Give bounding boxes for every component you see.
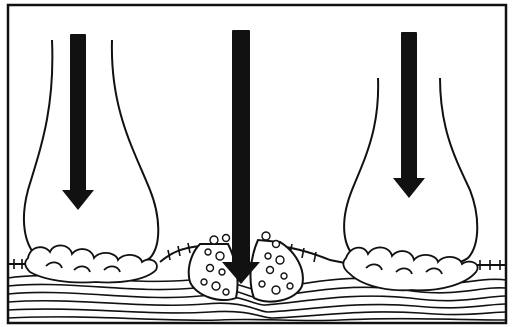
illustration-canvas — [0, 0, 512, 327]
